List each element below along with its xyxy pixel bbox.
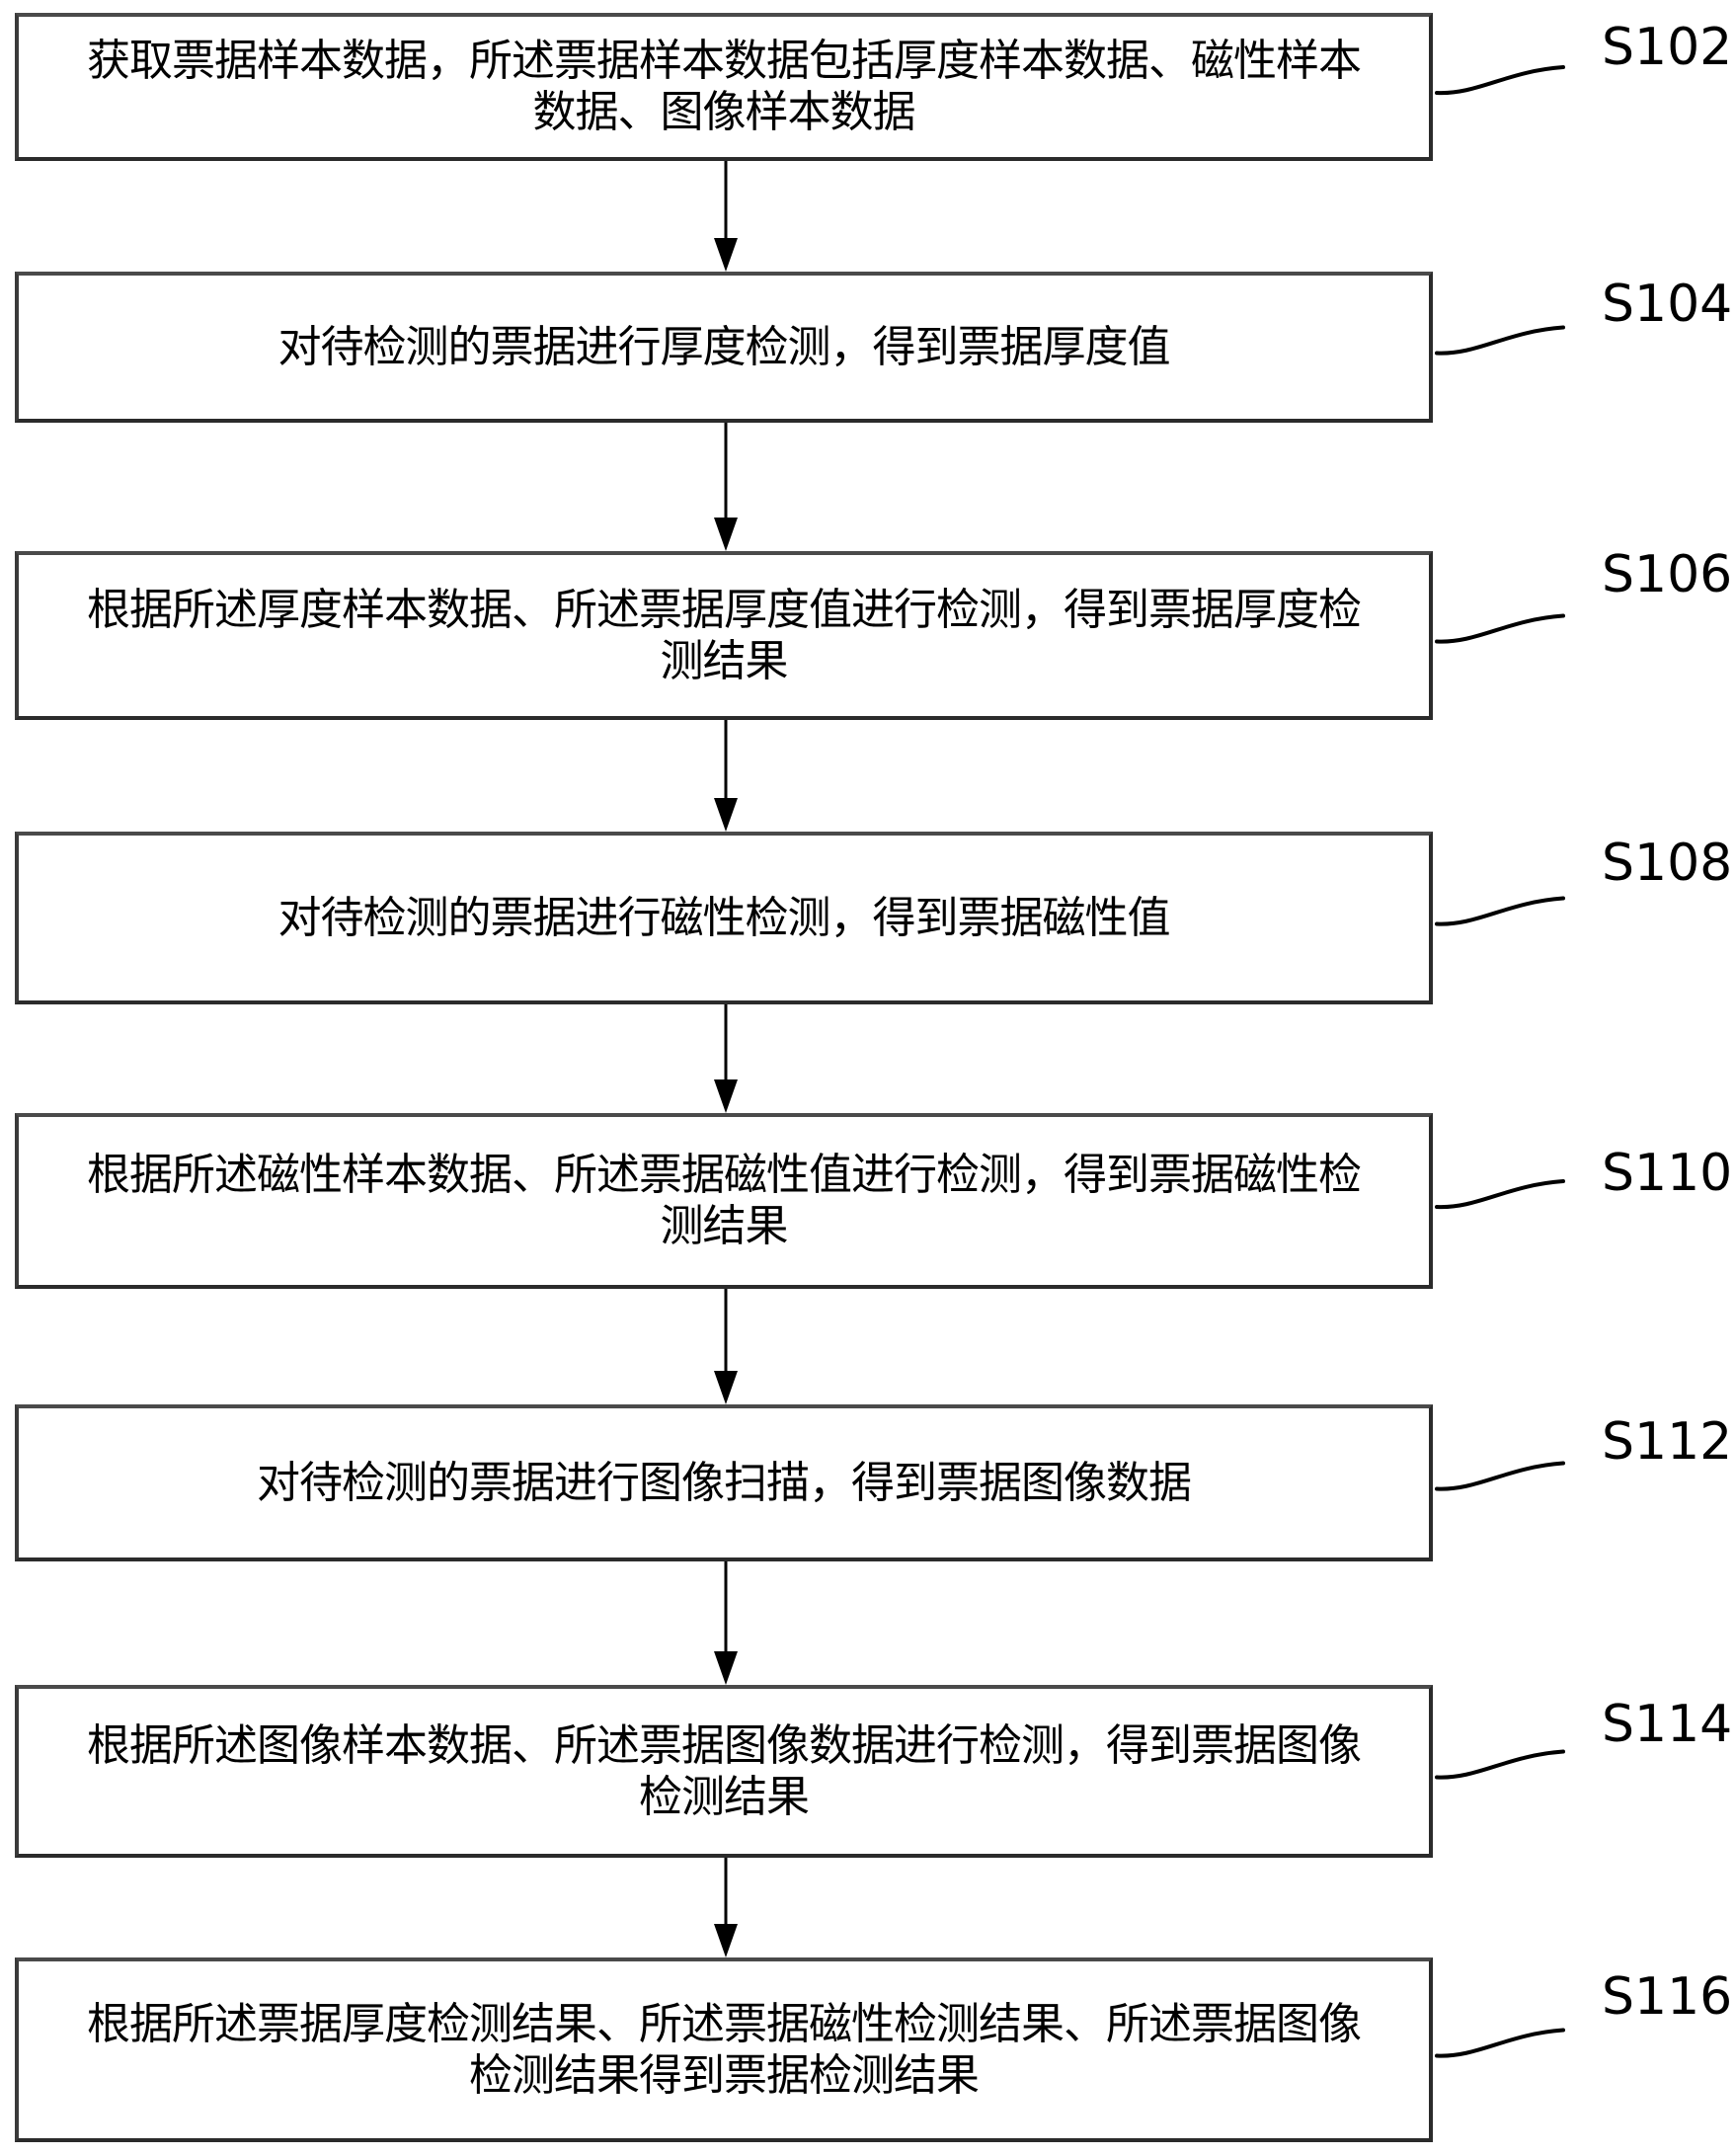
step-box-s112: 对待检测的票据进行图像扫描，得到票据图像数据: [15, 1404, 1433, 1561]
arrowhead-icon: [714, 798, 738, 832]
leader-line-s110: [1435, 1179, 1565, 1210]
step-text-s104: 对待检测的票据进行厚度检测，得到票据厚度值: [277, 321, 1171, 372]
step-label-s108: S108: [1602, 834, 1733, 893]
step-box-s114: 根据所述图像样本数据、所述票据图像数据进行检测，得到票据图像 检测结果: [15, 1685, 1433, 1858]
leader-line-s112: [1435, 1461, 1565, 1491]
step-text-s106: 根据所述厚度样本数据、所述票据厚度值进行检测，得到票据厚度检 测结果: [87, 584, 1362, 686]
step-text-s110: 根据所述磁性样本数据、所述票据磁性值进行检测，得到票据磁性检 测结果: [87, 1150, 1362, 1251]
step-text-s108: 对待检测的票据进行磁性检测，得到票据磁性值: [277, 892, 1171, 943]
step-box-s116: 根据所述票据厚度检测结果、所述票据磁性检测结果、所述票据图像 检测结果得到票据检…: [15, 1957, 1433, 2142]
leader-line-s106: [1435, 613, 1565, 644]
step-text-s116: 根据所述票据厚度检测结果、所述票据磁性检测结果、所述票据图像 检测结果得到票据检…: [87, 1998, 1362, 2101]
step-box-s108: 对待检测的票据进行磁性检测，得到票据磁性值: [15, 832, 1433, 1004]
step-label-s106: S106: [1602, 545, 1733, 604]
step-label-s116: S116: [1602, 1967, 1733, 2027]
arrowhead-icon: [714, 238, 738, 272]
leader-line-s108: [1435, 896, 1565, 926]
step-label-s102: S102: [1602, 18, 1733, 77]
step-label-s112: S112: [1602, 1412, 1733, 1472]
step-text-s112: 对待检测的票据进行图像扫描，得到票据图像数据: [257, 1457, 1192, 1508]
step-box-s110: 根据所述磁性样本数据、所述票据磁性值进行检测，得到票据磁性检 测结果: [15, 1113, 1433, 1289]
leader-line-s102: [1435, 65, 1565, 96]
step-box-s102: 获取票据样本数据，所述票据样本数据包括厚度样本数据、磁性样本 数据、图像样本数据: [15, 13, 1433, 161]
arrowhead-icon: [714, 1371, 738, 1404]
step-text-s114: 根据所述图像样本数据、所述票据图像数据进行检测，得到票据图像 检测结果: [87, 1719, 1362, 1822]
step-label-s104: S104: [1602, 275, 1733, 334]
arrowhead-icon: [714, 518, 738, 551]
arrowhead-icon: [714, 1079, 738, 1113]
step-text-s102: 获取票据样本数据，所述票据样本数据包括厚度样本数据、磁性样本 数据、图像样本数据: [87, 36, 1362, 137]
step-label-s114: S114: [1602, 1695, 1733, 1754]
step-box-s104: 对待检测的票据进行厚度检测，得到票据厚度值: [15, 272, 1433, 423]
step-label-s110: S110: [1602, 1144, 1733, 1203]
arrowhead-icon: [714, 1924, 738, 1957]
leader-line-s116: [1435, 2028, 1565, 2058]
leader-line-s114: [1435, 1749, 1565, 1780]
leader-line-s104: [1435, 325, 1565, 356]
arrowhead-icon: [714, 1651, 738, 1685]
step-box-s106: 根据所述厚度样本数据、所述票据厚度值进行检测，得到票据厚度检 测结果: [15, 551, 1433, 720]
